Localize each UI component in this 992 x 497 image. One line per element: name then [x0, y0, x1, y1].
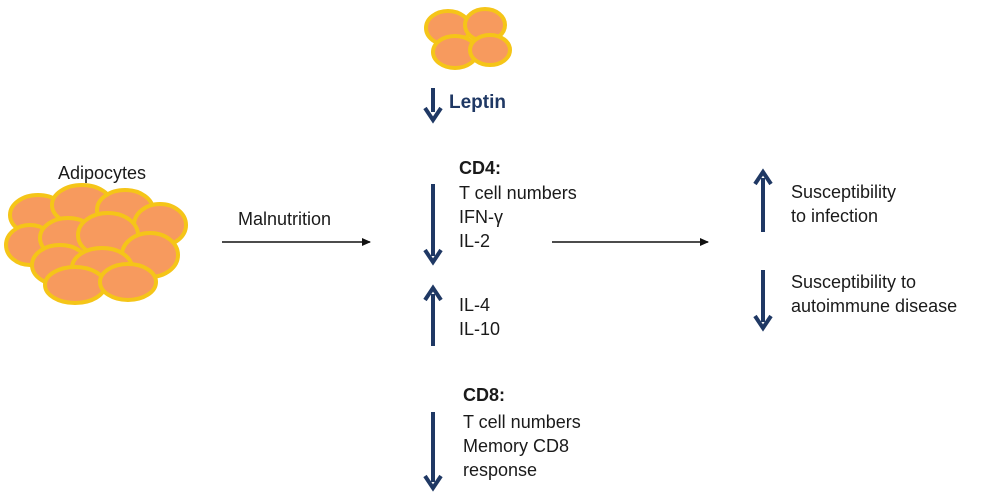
cd8-heading: CD8: [463, 385, 506, 405]
cd8-item-response: response [463, 460, 538, 480]
cd8-decreased-list: T cell numbers Memory CD8 response [463, 410, 581, 482]
cd4-item-il-10: IL-10 [459, 319, 501, 339]
cd4-down-arrow [423, 184, 443, 266]
cd4-item-il-2: IL-2 [459, 231, 491, 251]
infection-line-1: Susceptibility [791, 182, 897, 202]
leptin-label: Leptin [449, 92, 506, 113]
small-adipocyte-cluster [424, 7, 512, 70]
cd4-increased-list: IL-4 IL-10 [459, 293, 500, 341]
adipocyte-cluster [4, 183, 188, 305]
infection-up-arrow [753, 168, 773, 232]
leptin-down-arrow [423, 88, 443, 124]
autoimmune-line-1: Susceptibility to [791, 272, 917, 292]
infection-outcome: Susceptibility to infection [791, 180, 896, 228]
cd8-item-memory-cd8: Memory CD8 [463, 436, 570, 456]
infection-line-2: to infection [791, 206, 879, 226]
malnutrition-label: Malnutrition [238, 209, 332, 229]
autoimmune-line-2: autoimmune disease [791, 296, 958, 316]
adipocytes-label: Adipocytes [58, 163, 147, 183]
cd8-item-t-cell-numbers: T cell numbers [463, 412, 581, 432]
cd8-down-arrow [423, 412, 443, 492]
autoimmune-outcome: Susceptibility to autoimmune disease [791, 270, 957, 318]
cd4-decreased-list: T cell numbers IFN-γ IL-2 [459, 181, 577, 253]
cd4-up-arrow [423, 284, 443, 346]
cd4-heading: CD4: [459, 158, 502, 178]
cd4-item-il-4: IL-4 [459, 295, 491, 315]
autoimmune-down-arrow [753, 270, 773, 332]
cd4-item-t-cell-numbers: T cell numbers [459, 183, 577, 203]
cd4-item-ifn-gamma: IFN-γ [459, 207, 503, 227]
